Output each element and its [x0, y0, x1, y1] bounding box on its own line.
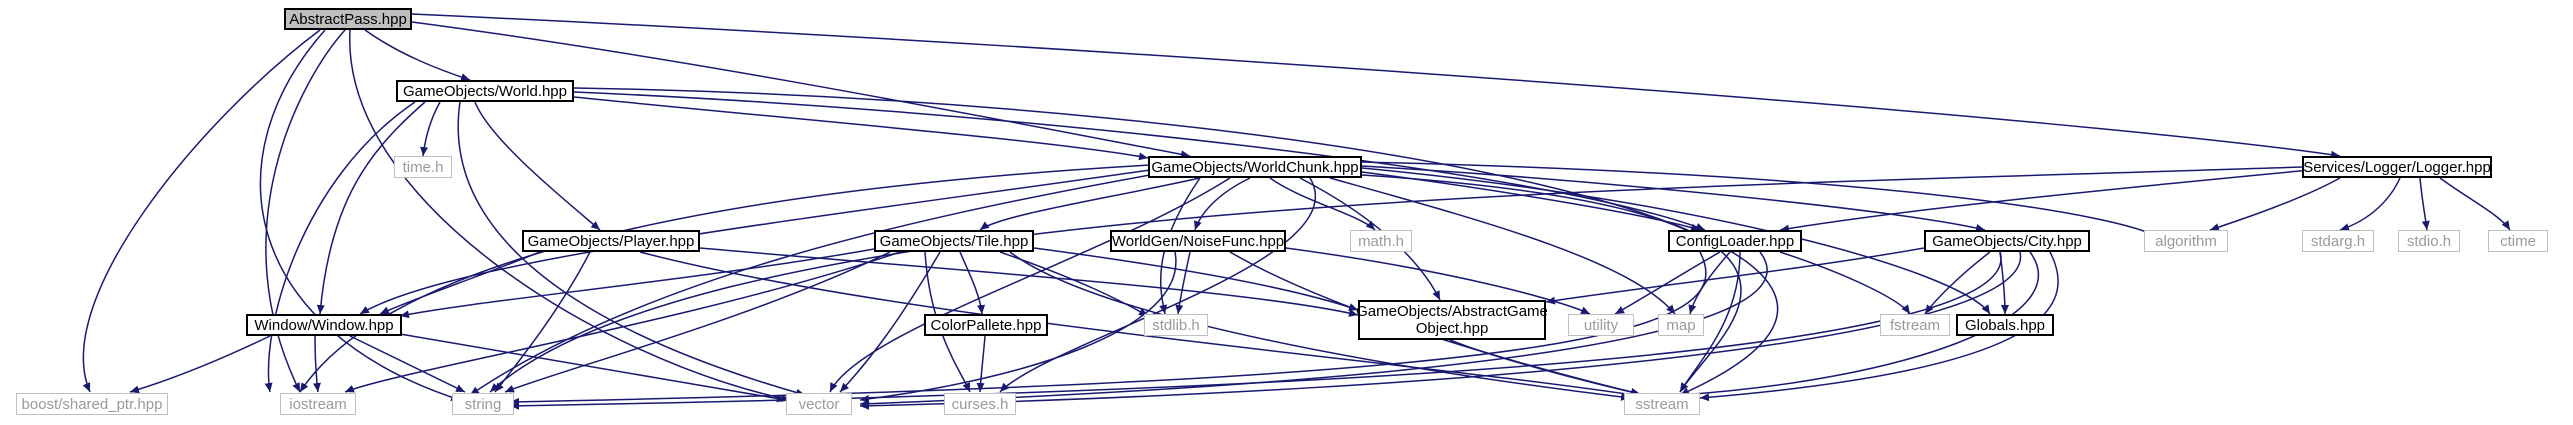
dependency-edge: [457, 101, 806, 397]
node-city[interactable]: GameObjects/City.hpp: [1924, 230, 2090, 252]
node-player[interactable]: GameObjects/Player.hpp: [522, 230, 700, 252]
dependency-edge: [999, 177, 1317, 393]
node-map: map: [1658, 314, 1704, 336]
dependency-edge: [264, 101, 416, 393]
node-abstractgameobject[interactable]: GameObjects/AbstractGame Object.hpp: [1356, 300, 1548, 340]
node-globals[interactable]: Globals.hpp: [1956, 314, 2054, 336]
node-string: string: [452, 393, 514, 415]
dependency-edge: [924, 251, 971, 393]
dependency-edge: [129, 335, 271, 394]
node-iostream: iostream: [280, 393, 356, 415]
dependency-edge: [959, 251, 986, 315]
dependency-edge: [1033, 247, 1359, 311]
dependency-edge: [999, 251, 1149, 317]
node-algorithm: algorithm: [2144, 230, 2228, 252]
node-colorpallete[interactable]: ColorPallete.hpp: [924, 314, 1048, 336]
dependency-edge: [2339, 177, 2401, 231]
node-abstractpass[interactable]: AbstractPass.hpp: [284, 8, 412, 30]
node-curses: curses.h: [944, 393, 1016, 415]
dependency-edge: [420, 101, 441, 157]
dependency-edge: [1361, 165, 1986, 232]
dependency-edge: [699, 247, 1359, 317]
node-stdio: stdio.h: [2398, 230, 2460, 252]
node-tile[interactable]: GameObjects/Tile.hpp: [874, 230, 1034, 252]
dependency-edge: [504, 251, 891, 393]
dependency-edge: [573, 96, 1149, 161]
node-window[interactable]: Window/Window.hpp: [246, 314, 402, 336]
dependency-edge: [1159, 177, 1201, 315]
node-boost-sharedptr: boost/shared_ptr.hpp: [16, 393, 168, 415]
dependency-edge: [1361, 174, 1742, 393]
node-time: time.h: [394, 156, 452, 178]
dependency-edge: [316, 101, 426, 315]
dependency-edge: [1924, 251, 1991, 315]
dependency-edge: [469, 174, 1151, 396]
dependency-edge: [344, 251, 901, 393]
dependency-edge: [494, 251, 591, 393]
dependency-edge: [1175, 251, 1191, 315]
dependency-edge: [1679, 251, 2039, 399]
dependency-edge: [349, 29, 791, 403]
dependency-edge: [2209, 177, 2341, 231]
node-world[interactable]: GameObjects/World.hpp: [396, 80, 574, 102]
dependency-edge: [859, 251, 1768, 408]
dependency-edge: [509, 251, 2002, 410]
dependency-edge: [1009, 251, 1631, 401]
dependency-edge: [1679, 251, 1741, 393]
dependency-edge: [979, 177, 1201, 231]
dependency-edge: [411, 21, 1191, 159]
dependency-edge: [312, 335, 321, 393]
dependency-edge: [1449, 339, 1641, 396]
dependency-edge: [839, 251, 941, 393]
node-stdlib: stdlib.h: [1144, 314, 1208, 336]
dependency-edge: [1194, 177, 1251, 231]
dependency-edge: [82, 29, 321, 393]
dependency-edge: [349, 335, 466, 393]
dependency-edge: [573, 91, 1706, 231]
node-sstream: sstream: [1624, 393, 1700, 415]
dependency-edge: [976, 335, 986, 393]
dependency-edge: [265, 29, 346, 393]
node-fstream: fstream: [1880, 314, 1950, 336]
dependency-edge: [859, 251, 2022, 410]
node-utility: utility: [1568, 314, 1634, 336]
node-configloader[interactable]: ConfigLoader.hpp: [1668, 230, 1802, 252]
dependency-edge: [2419, 177, 2430, 231]
dependency-edge: [474, 101, 601, 231]
dependency-edge: [2439, 177, 2511, 231]
dependency-edge: [399, 247, 881, 319]
node-vector: vector: [786, 393, 852, 415]
dependency-edge: [379, 251, 541, 315]
dependency-edge: [829, 177, 1231, 393]
dependency-edge: [1545, 247, 1925, 305]
node-logger[interactable]: Services/Logger/Logger.hpp: [2302, 156, 2492, 178]
dependency-edge: [509, 251, 1707, 406]
node-stdarg: stdarg.h: [2302, 230, 2374, 252]
node-ctime: ctime: [2488, 230, 2548, 252]
dependency-edge: [573, 87, 1779, 396]
dependency-edge: [259, 29, 461, 402]
dependency-edge: [1699, 251, 2059, 402]
node-noisefunc[interactable]: WorldGen/NoiseFunc.hpp: [1110, 230, 1286, 252]
dependency-edge: [1779, 169, 2311, 233]
dependency-edge: [489, 166, 2303, 393]
dependency-edge: [1779, 251, 1911, 315]
dependency-edge: [399, 333, 787, 403]
dependency-edge: [1285, 247, 1591, 315]
dependency-edge: [411, 13, 2341, 159]
dependency-edge: [1688, 251, 1731, 315]
node-worldchunk[interactable]: GameObjects/WorldChunk.hpp: [1148, 156, 1362, 178]
dependency-edge: [364, 29, 471, 81]
dependency-edge: [639, 251, 1641, 399]
dependency-edge: [1361, 161, 2161, 239]
node-math: math.h: [1350, 230, 1412, 252]
